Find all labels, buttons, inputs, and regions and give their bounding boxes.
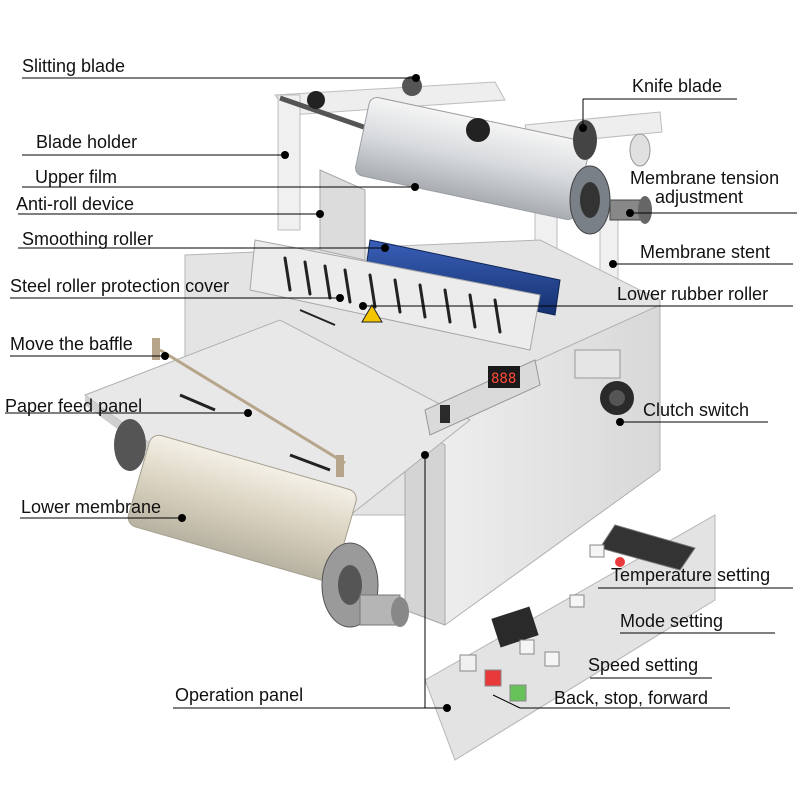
label-temperature-setting: Temperature setting xyxy=(611,565,771,585)
label-mode-setting: Mode setting xyxy=(620,611,724,631)
label-lower-membrane: Lower membrane xyxy=(21,497,162,517)
label-clutch-switch: Clutch switch xyxy=(643,400,750,420)
label-paper-feed-panel: Paper feed panel xyxy=(5,396,143,416)
label-move-the-baffle: Move the baffle xyxy=(10,334,133,354)
protection-cover xyxy=(249,239,541,351)
label-membrane-tension: Membrane tension xyxy=(630,168,780,188)
label-back-stop-forward: Back, stop, forward xyxy=(554,688,709,708)
front-panel: 888 xyxy=(424,359,541,436)
label-lower-rubber-roller: Lower rubber roller xyxy=(617,284,769,304)
operation-panel-closeup xyxy=(424,514,716,761)
label-adjustment: adjustment xyxy=(655,187,744,207)
label-membrane-stent: Membrane stent xyxy=(640,242,771,262)
led-readout: 888 xyxy=(491,371,516,387)
label-anti-roll-device: Anti-roll device xyxy=(16,194,135,214)
label-steel-roller-protection-cover: Steel roller protection cover xyxy=(10,276,230,296)
label-blade-holder: Blade holder xyxy=(36,132,138,152)
upper-film-roll xyxy=(355,96,611,235)
label-slitting-blade: Slitting blade xyxy=(22,56,126,76)
label-operation-panel: Operation panel xyxy=(175,685,304,705)
pointer-dots xyxy=(161,74,634,712)
label-knife-blade: Knife blade xyxy=(632,76,723,96)
label-speed-setting: Speed setting xyxy=(588,655,699,675)
label-upper-film: Upper film xyxy=(35,167,118,187)
lower-membrane-roll xyxy=(114,419,409,628)
clutch-switch-knob xyxy=(574,349,634,415)
leader-lines xyxy=(5,77,797,709)
label-smoothing-roller: Smoothing roller xyxy=(22,229,154,249)
